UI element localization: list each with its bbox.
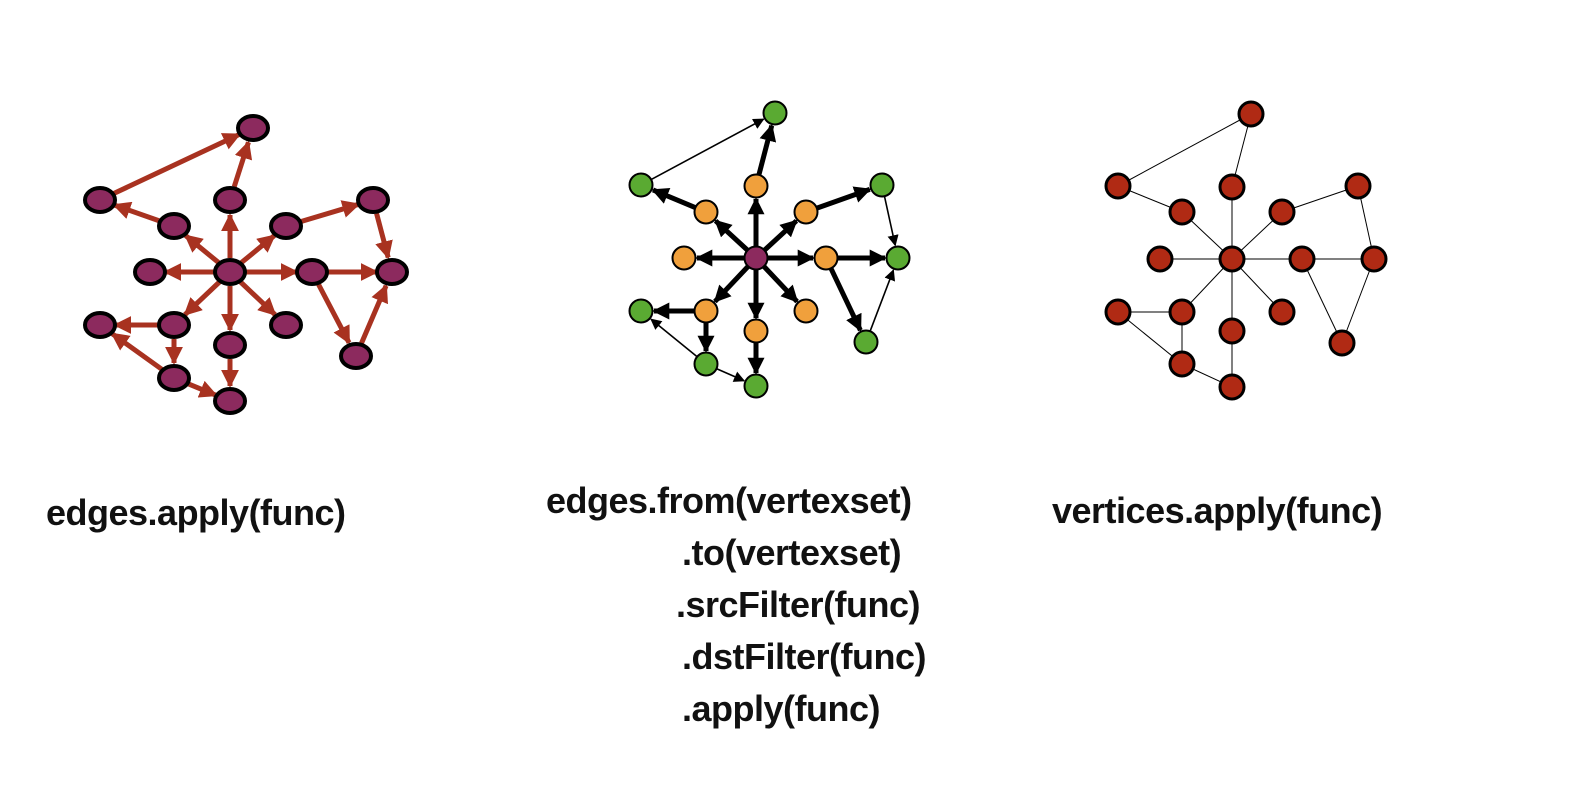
vertex-right-2 [1218, 173, 1246, 201]
vertex-mid-outer-5 [853, 329, 879, 355]
edges-from-graph [628, 100, 911, 399]
edge-mid-thin-4 [716, 368, 746, 382]
edge-mid-thick-12 [828, 267, 863, 332]
vertex-left-15 [157, 364, 191, 392]
vertex-right-7 [1146, 245, 1174, 273]
vertex-right-13 [1218, 317, 1246, 345]
vertex-right-5 [1268, 198, 1296, 226]
vertex-left-13 [213, 331, 247, 359]
vertex-left-7 [133, 258, 167, 286]
vertex-left-3 [157, 212, 191, 240]
vertex-left-6 [356, 186, 390, 214]
vertex-mid-inner-3 [671, 245, 697, 271]
edge-left-11 [359, 284, 389, 345]
edge-mid-thin-0 [651, 118, 765, 181]
edge-left-1 [231, 140, 253, 188]
vertex-left-0 [213, 258, 247, 286]
vertex-right-6 [1344, 172, 1372, 200]
caption-src-filter: .srcFilter(func) [676, 584, 921, 625]
vertex-left-11 [83, 311, 117, 339]
vertex-right-14 [1328, 329, 1356, 357]
vertex-left-1 [236, 114, 270, 142]
edge-left-5 [298, 200, 361, 225]
vertex-left-10 [157, 311, 191, 339]
vertex-left-16 [213, 387, 247, 415]
caption-edges-from: edges.from(vertexset) [546, 480, 912, 521]
caption-to: .to(vertexset) [682, 532, 902, 573]
edge-mid-thick-9 [651, 187, 696, 210]
edge-mid-thick-8 [756, 123, 777, 176]
caption-apply: .apply(func) [682, 688, 881, 729]
edge-left-2 [184, 233, 221, 266]
vertex-mid-outer-4 [628, 298, 654, 324]
edge-left-18 [110, 331, 165, 372]
vertex-mid-outer-7 [743, 373, 769, 399]
vertex-left-9 [375, 258, 409, 286]
edge-left-12 [183, 279, 222, 317]
vertex-right-11 [1104, 298, 1132, 326]
caption-vertices-apply: vertices.apply(func) [1052, 490, 1383, 531]
caption-dst-filter: .dstFilter(func) [682, 636, 926, 677]
vertex-right-4 [1104, 172, 1132, 200]
vertex-left-12 [269, 311, 303, 339]
vertex-mid-inner-4 [813, 245, 839, 271]
edge-left-19 [186, 380, 218, 398]
vertex-mid-inner-0 [743, 173, 769, 199]
vertex-mid-inner-2 [793, 199, 819, 225]
vertex-mid-inner-6 [793, 298, 819, 324]
caption-edges-apply: edges.apply(func) [46, 492, 346, 533]
vertex-mid-outer-2 [869, 172, 895, 198]
edge-left-20 [111, 132, 242, 197]
edge-right-0 [1117, 113, 1252, 187]
vertex-right-1 [1237, 100, 1265, 128]
vertex-right-9 [1360, 245, 1388, 273]
edge-right-11 [1341, 258, 1375, 344]
vertex-left-2 [213, 186, 247, 214]
vertex-left-14 [339, 342, 373, 370]
edge-left-10 [316, 283, 352, 345]
vertex-right-15 [1168, 350, 1196, 378]
vertex-mid-outer-1 [628, 172, 654, 198]
edges-apply-graph [83, 114, 409, 415]
vertex-left-5 [269, 212, 303, 240]
vertex-right-10 [1168, 298, 1196, 326]
edge-mid-thin-1 [883, 196, 899, 247]
vertex-right-16 [1218, 373, 1246, 401]
vertex-left-4 [83, 186, 117, 214]
vertex-mid-inner-7 [743, 318, 769, 344]
edge-right-10 [1301, 258, 1343, 344]
edge-left-3 [112, 201, 162, 224]
vertex-left-8 [295, 258, 329, 286]
edge-mid-thick-2 [763, 218, 799, 252]
vertex-right-0 [1218, 245, 1246, 273]
edge-mid-thick-6 [762, 265, 799, 304]
vertex-mid-outer-0 [762, 100, 788, 126]
vertex-mid-outer-6 [693, 351, 719, 377]
vertex-right-12 [1268, 298, 1296, 326]
edge-mid-thick-5 [713, 265, 750, 304]
edge-mid-thick-10 [816, 186, 872, 211]
vertex-right-8 [1288, 245, 1316, 273]
edge-left-9 [374, 212, 393, 260]
edge-right-14 [1117, 311, 1183, 365]
vertices-apply-graph [1104, 100, 1388, 401]
vertex-mid-inner-5 [693, 298, 719, 324]
vertex-mid-inner-1 [693, 199, 719, 225]
edge-left-4 [239, 233, 276, 266]
edge-left-14 [238, 279, 277, 317]
vertex-mid-center [743, 245, 769, 271]
edge-mid-thin-2 [869, 269, 896, 332]
edge-mid-thick-1 [713, 218, 749, 252]
vertex-mid-outer-3 [885, 245, 911, 271]
vertex-right-3 [1168, 198, 1196, 226]
edge-mid-thin-3 [650, 318, 698, 358]
